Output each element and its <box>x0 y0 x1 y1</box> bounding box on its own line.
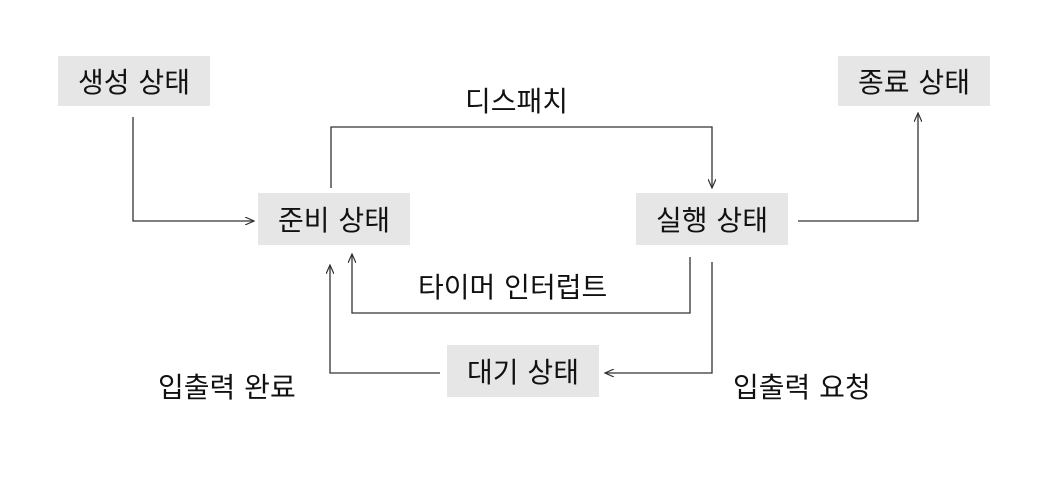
io-complete-label: 입출력 완료 <box>158 371 296 404</box>
io-complete-arrow <box>330 265 440 374</box>
io-request-arrow <box>605 262 713 373</box>
ready-state-label: 준비 상태 <box>278 204 390 237</box>
new-state-label: 생성 상태 <box>78 66 190 99</box>
timer-interrupt-label: 타이머 인터럽트 <box>418 271 608 304</box>
terminated-state-node: 종료 상태 <box>838 56 990 106</box>
running-state-node: 실행 상태 <box>636 193 788 245</box>
running-state-label: 실행 상태 <box>656 204 768 237</box>
new-to-ready-arrow <box>132 117 254 221</box>
running-to-terminated-arrow <box>798 113 918 222</box>
timer-interrupt-arrow <box>352 254 691 314</box>
io-request-label: 입출력 요청 <box>733 371 871 404</box>
waiting-state-node: 대기 상태 <box>447 345 599 397</box>
new-state-node: 생성 상태 <box>58 56 210 106</box>
ready-state-node: 준비 상태 <box>258 193 410 245</box>
dispatch-arrow <box>330 126 712 188</box>
terminated-state-label: 종료 상태 <box>858 66 970 99</box>
dispatch-label: 디스패치 <box>465 85 569 118</box>
waiting-state-label: 대기 상태 <box>467 356 579 389</box>
